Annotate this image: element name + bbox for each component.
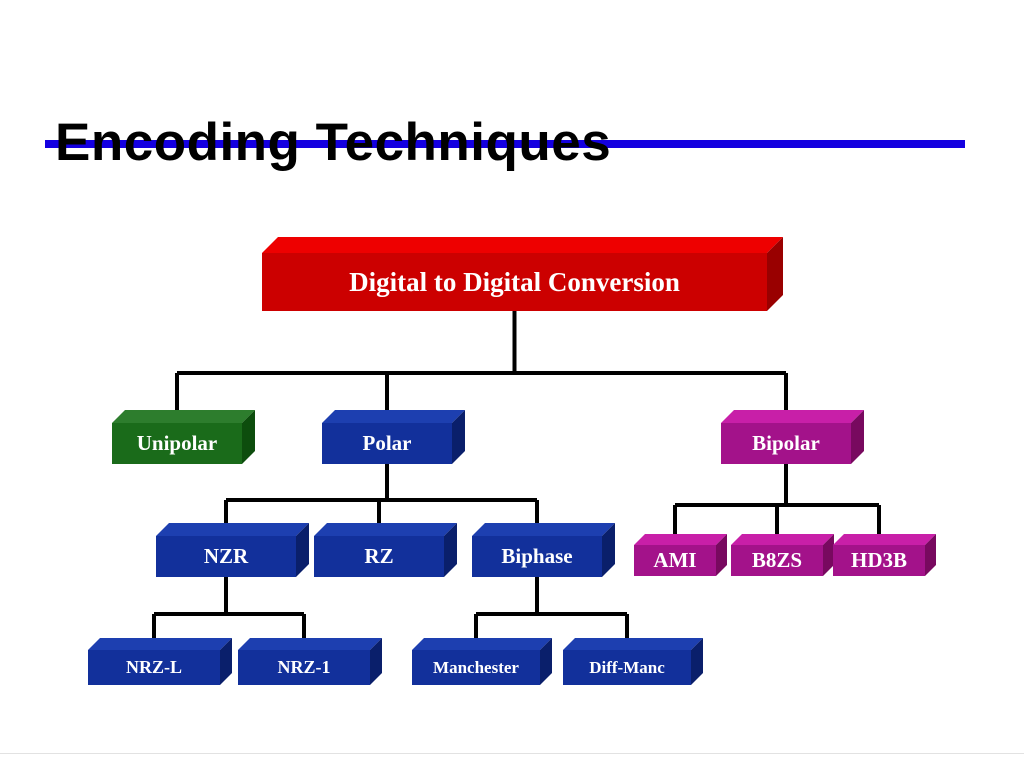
tree-node-ami: AMI — [634, 534, 727, 576]
tree-node-biphase: Biphase — [472, 523, 615, 577]
node-3d-extrusion — [238, 638, 382, 685]
tree-node-diffmanc: Diff-Manc — [563, 638, 703, 685]
tree-node-label: Biphase — [501, 544, 573, 568]
node-3d-extrusion — [156, 523, 309, 577]
node-3d-extrusion — [833, 534, 936, 576]
tree-node-label: AMI — [653, 548, 697, 572]
tree-node-label: Unipolar — [136, 431, 218, 455]
node-3d-extrusion — [472, 523, 615, 577]
node-3d-extrusion — [314, 523, 457, 577]
node-3d-extrusion — [721, 410, 864, 464]
node-3d-extrusion — [731, 534, 834, 576]
tree-node-bipolar: Bipolar — [721, 410, 864, 464]
node-3d-extrusion — [88, 638, 232, 685]
tree-node-label: Manchester — [433, 657, 519, 677]
node-3d-extrusion — [262, 237, 783, 311]
tree-node-nzr: NZR — [156, 523, 309, 577]
node-3d-extrusion — [112, 410, 255, 464]
tree-node-label: B8ZS — [751, 548, 803, 572]
tree-node-root: Digital to Digital Conversion — [262, 237, 783, 311]
title-underline-rule — [45, 140, 965, 148]
tree-node-polar: Polar — [322, 410, 465, 464]
tree-node-nrz1: NRZ-1 — [238, 638, 382, 685]
tree-node-label: Polar — [362, 431, 412, 455]
node-3d-extrusion — [563, 638, 703, 685]
tree-node-label: Diff-Manc — [589, 657, 665, 677]
tree-node-label: HD3B — [850, 548, 907, 572]
tree-node-manchester: Manchester — [412, 638, 552, 685]
tree-node-label: NRZ-1 — [277, 657, 331, 677]
page-title: Encoding Techniques — [55, 112, 612, 172]
node-3d-extrusion — [412, 638, 552, 685]
tree-node-unipolar: Unipolar — [112, 410, 255, 464]
tree-node-nrzl: NRZ-L — [88, 638, 232, 685]
tree-node-hd3b: HD3B — [833, 534, 936, 576]
tree-node-label: Digital to Digital Conversion — [349, 266, 680, 297]
tree-node-label: NRZ-L — [125, 657, 182, 677]
node-3d-extrusion — [634, 534, 727, 576]
node-3d-extrusion — [322, 410, 465, 464]
tree-node-b8zs: B8ZS — [731, 534, 834, 576]
footer-divider — [0, 753, 1024, 754]
tree-node-rz: RZ — [314, 523, 457, 577]
tree-node-label: RZ — [364, 544, 394, 568]
tree-node-label: Bipolar — [752, 431, 820, 455]
tree-node-label: NZR — [203, 544, 249, 568]
